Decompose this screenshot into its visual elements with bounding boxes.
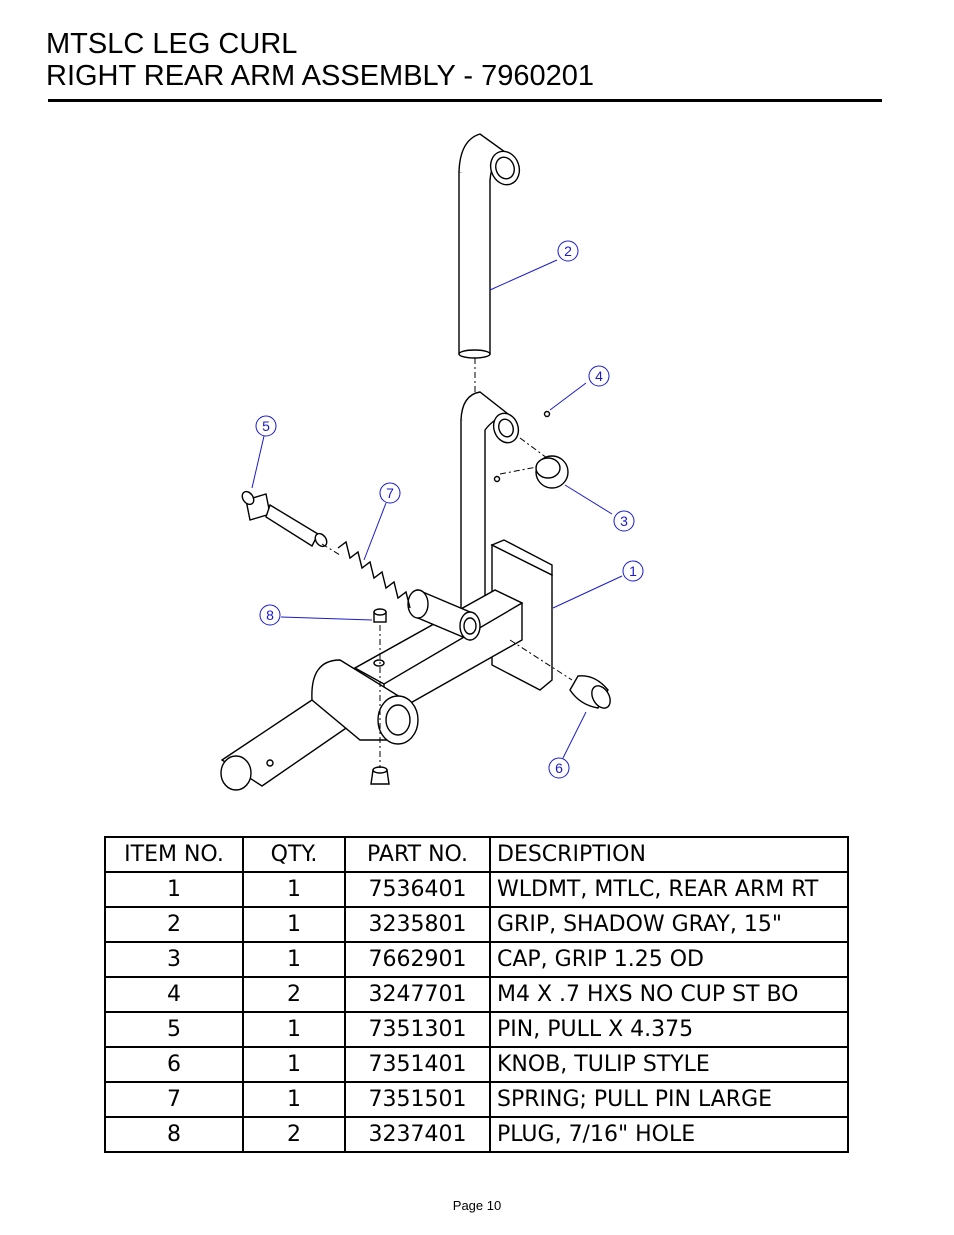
header-item-no: ITEM NO.: [104, 836, 244, 873]
table-row: 7 1 7351501 SPRING; PULL PIN LARGE: [104, 1081, 849, 1118]
cell-item-no: 1: [104, 871, 244, 908]
cell-part-no: 7536401: [344, 871, 491, 908]
table-row: 1 1 7536401 WLDMT, MTLC, REAR ARM RT: [104, 871, 849, 908]
callout-bubble-3: [613, 510, 635, 532]
table-row: 6 1 7351401 KNOB, TULIP STYLE: [104, 1046, 849, 1083]
part-plug-bottom: [370, 766, 390, 785]
callout-bubble-5: [255, 415, 277, 437]
callout-label-7: 7: [386, 485, 394, 501]
cell-description: PIN, PULL X 4.375: [489, 1011, 849, 1048]
title-rule: [48, 99, 882, 102]
callout-bubble-4: [588, 365, 610, 387]
cell-qty: 1: [242, 1046, 346, 1083]
cell-description: WLDMT, MTLC, REAR ARM RT: [489, 871, 849, 908]
callout-label-6: 6: [555, 760, 563, 776]
callout-label-3: 3: [620, 513, 628, 529]
cell-description: PLUG, 7/16" HOLE: [489, 1116, 849, 1153]
cell-part-no: 3247701: [344, 976, 491, 1013]
cell-item-no: 5: [104, 1011, 244, 1048]
cell-part-no: 7351401: [344, 1046, 491, 1083]
callout-leaders: [251, 259, 623, 759]
cell-item-no: 8: [104, 1116, 244, 1153]
table-row: 5 1 7351301 PIN, PULL X 4.375: [104, 1011, 849, 1048]
part-weldment: [220, 391, 553, 791]
table-row: 8 2 3237401 PLUG, 7/16" HOLE: [104, 1116, 849, 1153]
page-number: Page 10: [452, 1198, 502, 1213]
cell-item-no: 2: [104, 906, 244, 943]
table-row: 4 2 3247701 M4 X .7 HXS NO CUP ST BO: [104, 976, 849, 1013]
cell-qty: 1: [242, 1081, 346, 1118]
callout-label-4: 4: [595, 368, 603, 384]
callout-label-5: 5: [262, 418, 270, 434]
exploded-assembly-drawing: 1 2 3 4 5 6 7 8: [220, 133, 644, 791]
cell-part-no: 7351301: [344, 1011, 491, 1048]
callout-bubble-6: [548, 757, 570, 779]
part-tulip-knob: [569, 675, 611, 709]
part-cap: [535, 455, 569, 489]
callout-bubble-7: [379, 482, 401, 504]
cell-qty: 1: [242, 871, 346, 908]
cell-qty: 1: [242, 906, 346, 943]
table-row: 3 1 7662901 CAP, GRIP 1.25 OD: [104, 941, 849, 978]
cell-part-no: 7662901: [344, 941, 491, 978]
cell-qty: 2: [242, 1116, 346, 1153]
cell-item-no: 6: [104, 1046, 244, 1083]
part-plug-top: [373, 608, 387, 623]
title-line-2: RIGHT REAR ARM ASSEMBLY - 7960201: [46, 60, 595, 92]
header-qty: QTY.: [242, 836, 346, 873]
part-screw-lower: [493, 475, 501, 483]
header-part-no: PART NO.: [344, 836, 491, 873]
cell-qty: 2: [242, 976, 346, 1013]
callout-bubble-2: [557, 240, 579, 262]
callout-bubbles: [255, 240, 644, 779]
callout-label-2: 2: [564, 243, 572, 259]
parts-table-header: ITEM NO. QTY. PART NO. DESCRIPTION: [104, 836, 849, 873]
cell-item-no: 4: [104, 976, 244, 1013]
part-grip: [458, 133, 521, 359]
header-description: DESCRIPTION: [489, 836, 849, 873]
cell-description: CAP, GRIP 1.25 OD: [489, 941, 849, 978]
title-line-1: MTSLC LEG CURL: [46, 28, 298, 60]
cell-item-no: 3: [104, 941, 244, 978]
part-pull-pin: [241, 490, 328, 548]
parts-table: ITEM NO. QTY. PART NO. DESCRIPTION 1 1 7…: [104, 836, 849, 1153]
callout-bubble-1: [622, 560, 644, 582]
cell-part-no: 7351501: [344, 1081, 491, 1118]
document-title: MTSLC LEG CURL RIGHT REAR ARM ASSEMBLY -…: [46, 28, 594, 92]
cell-description: SPRING; PULL PIN LARGE: [489, 1081, 849, 1118]
callout-bubble-8: [259, 604, 281, 626]
cell-qty: 1: [242, 941, 346, 978]
cell-item-no: 7: [104, 1081, 244, 1118]
cell-part-no: 3237401: [344, 1116, 491, 1153]
cell-description: GRIP, SHADOW GRAY, 15": [489, 906, 849, 943]
cell-qty: 1: [242, 1011, 346, 1048]
cell-description: M4 X .7 HXS NO CUP ST BO: [489, 976, 849, 1013]
cell-description: KNOB, TULIP STYLE: [489, 1046, 849, 1083]
table-row: 2 1 3235801 GRIP, SHADOW GRAY, 15": [104, 906, 849, 943]
callout-label-8: 8: [266, 607, 274, 623]
cell-part-no: 3235801: [344, 906, 491, 943]
part-spring: [337, 540, 411, 609]
callout-label-1: 1: [629, 563, 637, 579]
part-screw-upper: [543, 410, 551, 418]
